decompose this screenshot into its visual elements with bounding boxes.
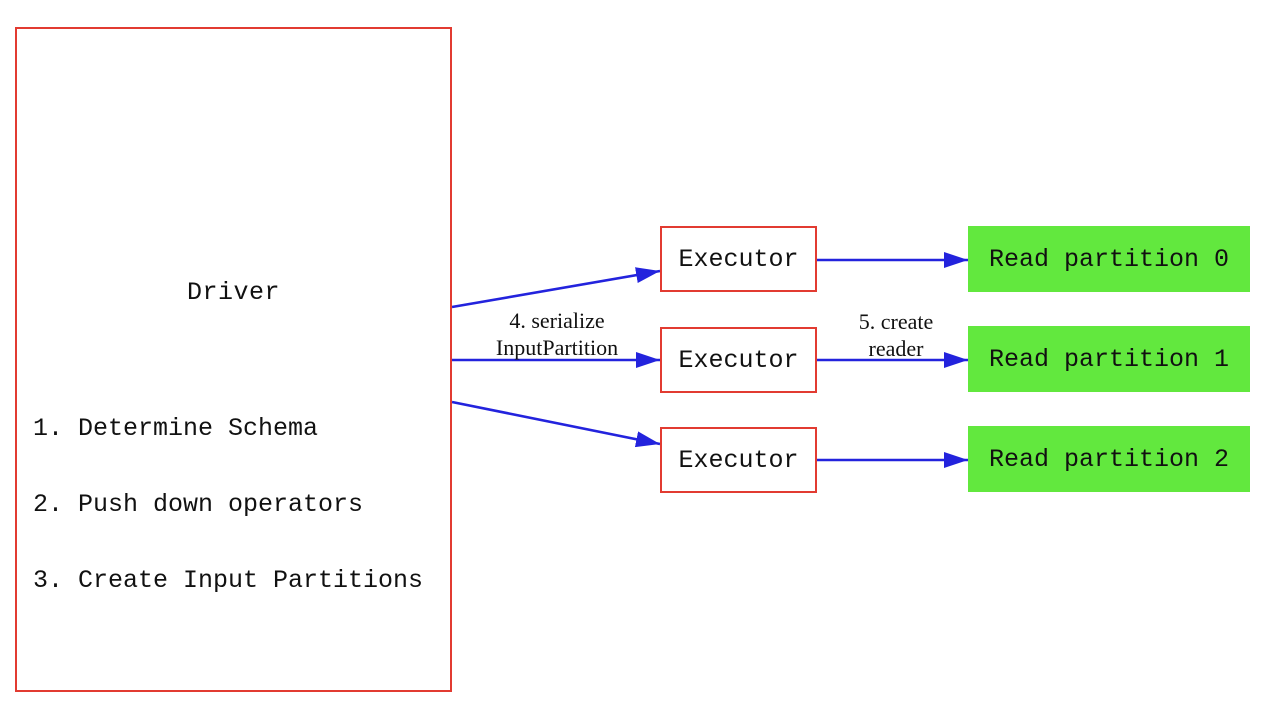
driver-steps: 1. Determine Schema 2. Push down operato…: [33, 365, 423, 644]
edge-label-line: 5. create: [858, 309, 934, 334]
executor-box-1: Executor: [660, 226, 817, 292]
edge-label-line: InputPartition: [495, 335, 619, 360]
executor-label: Executor: [678, 445, 799, 475]
driver-step: 2. Push down operators: [33, 490, 364, 520]
edge-label-line: reader: [868, 336, 924, 361]
driver-step: 1. Determine Schema: [33, 413, 319, 443]
arrow-driver-to-executor-1: [451, 267, 661, 309]
executor-label: Executor: [678, 345, 799, 375]
arrow-driver-to-executor-3: [451, 400, 661, 448]
driver-box: [15, 27, 452, 692]
read-partition-box-0: Read partition 0: [968, 226, 1250, 292]
edge-label-serialize-inputpartition: 4. serialize InputPartition: [447, 307, 667, 361]
executor-box-3: Executor: [660, 427, 817, 493]
edge-label-create-reader: 5. create reader: [816, 308, 976, 362]
read-partition-label: Read partition 2: [988, 444, 1230, 474]
read-partition-box-1: Read partition 1: [968, 326, 1250, 392]
read-partition-label: Read partition 0: [988, 244, 1230, 274]
executor-label: Executor: [678, 244, 799, 274]
driver-step: 3. Create Input Partitions: [33, 566, 424, 596]
read-partition-label: Read partition 1: [988, 344, 1230, 374]
read-partition-box-2: Read partition 2: [968, 426, 1250, 492]
executor-box-2: Executor: [660, 327, 817, 393]
driver-title: Driver: [186, 278, 280, 307]
edge-label-line: 4. serialize: [509, 308, 605, 333]
